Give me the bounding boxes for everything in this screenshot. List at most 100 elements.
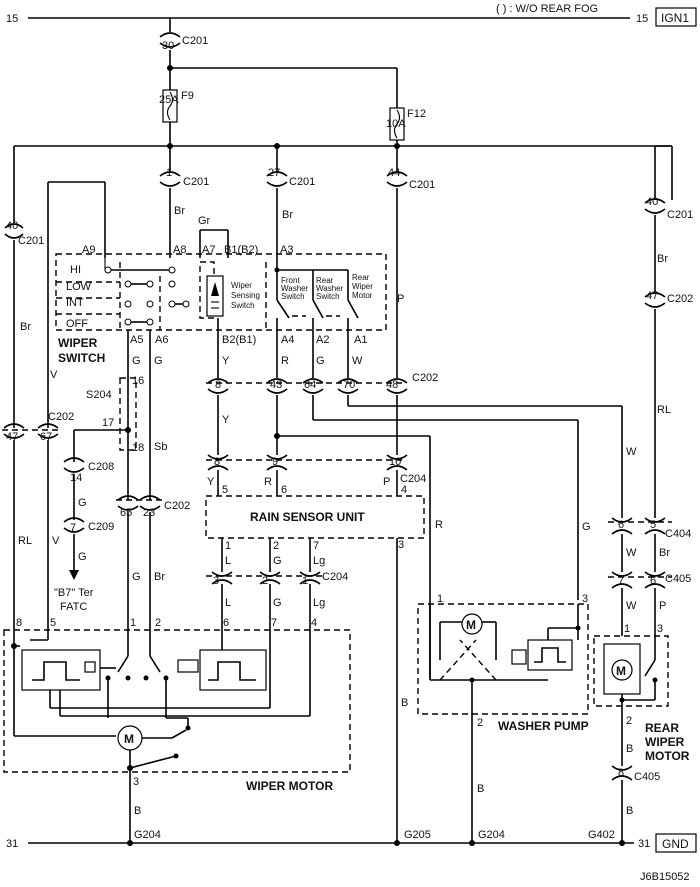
- svg-text:Y: Y: [222, 355, 230, 367]
- svg-text:R: R: [264, 476, 272, 488]
- svg-text:B: B: [626, 805, 633, 817]
- ground-g204-b: G204: [478, 829, 505, 841]
- svg-text:9: 9: [272, 456, 278, 468]
- svg-text:S204: S204: [86, 389, 112, 401]
- svg-text:17: 17: [102, 417, 114, 429]
- connector-c201-44: [386, 171, 408, 177]
- ign1-label: IGN1: [661, 11, 689, 25]
- svg-text:40: 40: [646, 196, 658, 208]
- svg-text:Switch: Switch: [231, 301, 255, 310]
- svg-text:C209: C209: [88, 521, 114, 533]
- svg-text:3: 3: [398, 539, 404, 551]
- svg-text:Front: Front: [281, 276, 300, 285]
- splice-s204: [119, 377, 137, 451]
- svg-text:C202: C202: [412, 372, 438, 384]
- svg-text:RL: RL: [18, 535, 32, 547]
- svg-text:G: G: [582, 521, 591, 533]
- fatc-label: FATC: [60, 601, 87, 613]
- svg-text:47: 47: [646, 290, 658, 302]
- svg-text:RL: RL: [657, 404, 671, 416]
- svg-text:C202: C202: [164, 500, 190, 512]
- svg-text:25A: 25A: [159, 94, 179, 106]
- gnd-left-number: 31: [6, 838, 18, 850]
- svg-text:2: 2: [477, 717, 483, 729]
- svg-text:1: 1: [130, 617, 136, 629]
- svg-text:1: 1: [225, 540, 231, 552]
- svg-text:G: G: [273, 555, 282, 567]
- svg-text:P: P: [383, 476, 390, 488]
- ign1-box: [655, 7, 697, 27]
- svg-text:65: 65: [120, 507, 132, 519]
- svg-text:C201: C201: [18, 235, 44, 247]
- svg-text:4: 4: [401, 484, 407, 496]
- svg-text:16: 16: [132, 375, 144, 387]
- svg-text:Gr: Gr: [198, 215, 211, 227]
- svg-text:Lg: Lg: [313, 597, 325, 609]
- svg-text:1: 1: [302, 575, 308, 587]
- svg-text:4: 4: [311, 617, 317, 629]
- svg-text:40: 40: [6, 220, 18, 232]
- svg-text:Br: Br: [659, 547, 670, 559]
- svg-text:A3: A3: [280, 244, 293, 256]
- svg-text:3: 3: [582, 593, 588, 605]
- gnd-right-number: 31: [638, 838, 650, 850]
- svg-text:G: G: [273, 597, 282, 609]
- wiper-switch-title-1: WIPER: [58, 336, 98, 350]
- washer-pump-title: WASHER PUMP: [498, 719, 589, 733]
- svg-text:48: 48: [386, 379, 398, 391]
- svg-text:8: 8: [618, 767, 624, 779]
- svg-text:B: B: [401, 697, 408, 709]
- svg-text:W: W: [352, 355, 363, 367]
- gnd-box: [655, 833, 697, 853]
- svg-text:Rear: Rear: [352, 273, 370, 282]
- svg-text:43: 43: [270, 379, 282, 391]
- svg-text:70: 70: [343, 379, 355, 391]
- svg-text:B2(B1): B2(B1): [222, 334, 256, 346]
- svg-text:3: 3: [213, 575, 219, 587]
- svg-text:1: 1: [624, 623, 630, 635]
- svg-text:B: B: [134, 805, 141, 817]
- svg-text:1: 1: [166, 167, 172, 179]
- svg-text:Y: Y: [207, 476, 215, 488]
- svg-text:Motor: Motor: [352, 291, 373, 300]
- washer-pump-motor: [461, 613, 483, 635]
- svg-text:M: M: [616, 664, 626, 678]
- svg-text:G: G: [132, 355, 141, 367]
- svg-text:44: 44: [388, 167, 400, 179]
- svg-text:64: 64: [304, 379, 316, 391]
- gnd-label: GND: [662, 837, 689, 851]
- position-off: OFF: [66, 318, 88, 330]
- svg-text:G: G: [78, 551, 87, 563]
- svg-text:C404: C404: [665, 528, 691, 540]
- svg-text:6: 6: [650, 575, 656, 587]
- svg-text:G: G: [154, 355, 163, 367]
- svg-text:A1: A1: [354, 334, 367, 346]
- svg-text:C201: C201: [409, 179, 435, 191]
- svg-text:V: V: [50, 369, 58, 381]
- svg-text:Sb: Sb: [154, 441, 167, 453]
- svg-text:Sensing: Sensing: [231, 291, 260, 300]
- svg-text:Rear: Rear: [316, 276, 334, 285]
- svg-text:L: L: [225, 597, 231, 609]
- svg-text:A9: A9: [82, 244, 95, 256]
- svg-text:Lg: Lg: [313, 555, 325, 567]
- svg-text:M: M: [124, 732, 134, 746]
- connector-c201-1: [159, 171, 181, 177]
- svg-text:W: W: [626, 446, 637, 458]
- wiper-switch-title-2: SWITCH: [58, 351, 105, 365]
- svg-text:W: W: [626, 547, 637, 559]
- svg-text:7: 7: [618, 575, 624, 587]
- svg-text:Br: Br: [174, 205, 185, 217]
- svg-text:M: M: [466, 618, 476, 632]
- ign-right-number: 15: [636, 13, 648, 25]
- svg-text:G: G: [78, 497, 87, 509]
- svg-text:A5: A5: [130, 334, 143, 346]
- washer-pump-box: [417, 603, 589, 715]
- svg-text:8: 8: [214, 456, 220, 468]
- svg-text:A4: A4: [281, 334, 294, 346]
- rear-fog-note: ( ) : W/O REAR FOG: [496, 3, 598, 15]
- fatc-terminal: "B7" Ter: [54, 587, 94, 599]
- ground-g204-a: G204: [134, 829, 161, 841]
- svg-text:B: B: [626, 743, 633, 755]
- svg-text:Washer: Washer: [281, 284, 309, 293]
